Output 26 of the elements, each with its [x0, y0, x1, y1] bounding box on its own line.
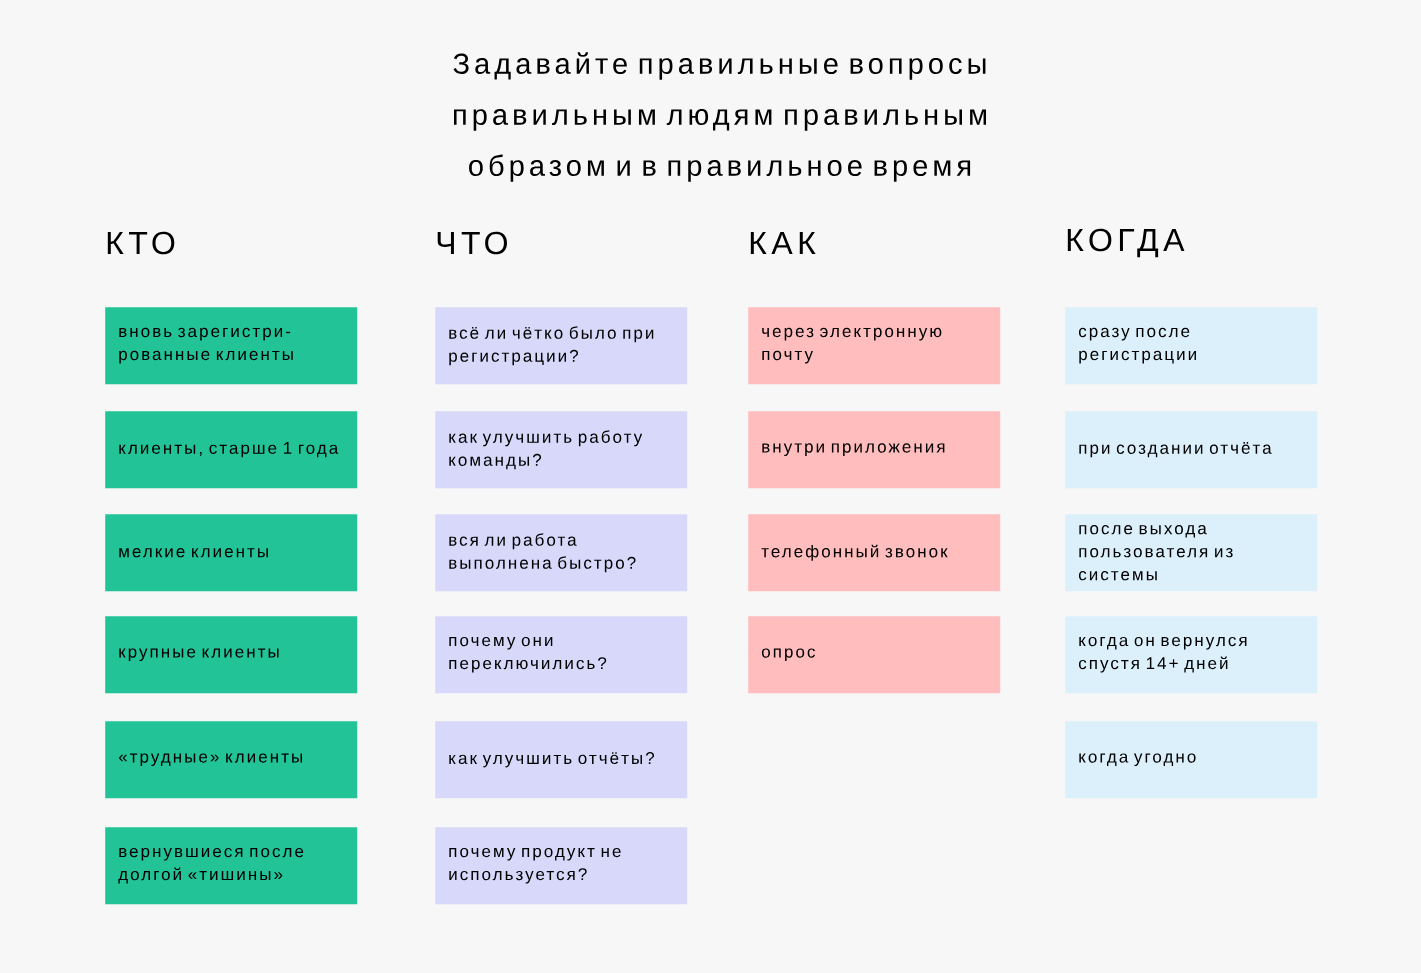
text-box: «трудные» клиенты — [105, 721, 358, 799]
text-box: после выхода пользователя из системы — [1065, 514, 1318, 592]
text-box: как улучшить работу команды? — [435, 411, 688, 489]
text-box: при создании отчёта — [1065, 411, 1318, 489]
text-box: внутри приложения — [748, 411, 1001, 489]
text-box: когда он вернулся спустя 14+ дней — [1065, 616, 1318, 694]
column-heading: КТО — [107, 231, 175, 255]
text-box: как улучшить отчёты? — [435, 721, 688, 799]
column-heading: КОГДА — [1067, 228, 1185, 258]
text-box: вновь зарегистри- рованные клиенты — [105, 307, 358, 385]
text-box: вся ли работа выполнена быстро? — [435, 514, 688, 592]
text-box: когда угодно — [1065, 721, 1318, 799]
text-box: мелкие клиенты — [105, 514, 358, 592]
text-box: крупные клиенты — [105, 616, 358, 694]
column-heading: КАК — [750, 232, 816, 254]
text-box: вернувшиеся после долгой «тишины» — [105, 827, 358, 905]
column-heading: ЧТО — [437, 231, 507, 255]
text-box: опрос — [748, 616, 1001, 694]
title: Задавайте правильные вопросы правильным людям правильным образом и в правильное время — [453, 52, 986, 182]
text-box: телефонный звонок — [748, 514, 1001, 592]
text-box: почему они переключились? — [435, 616, 688, 694]
text-box: сразу после регистрации — [1065, 307, 1318, 385]
text-box: всё ли чётко было при регистрации? — [435, 307, 688, 385]
text-box: через электронную почту — [748, 307, 1001, 385]
text-box: клиенты, старше 1 года — [105, 411, 358, 489]
text-box: почему продукт не используется? — [435, 827, 688, 905]
